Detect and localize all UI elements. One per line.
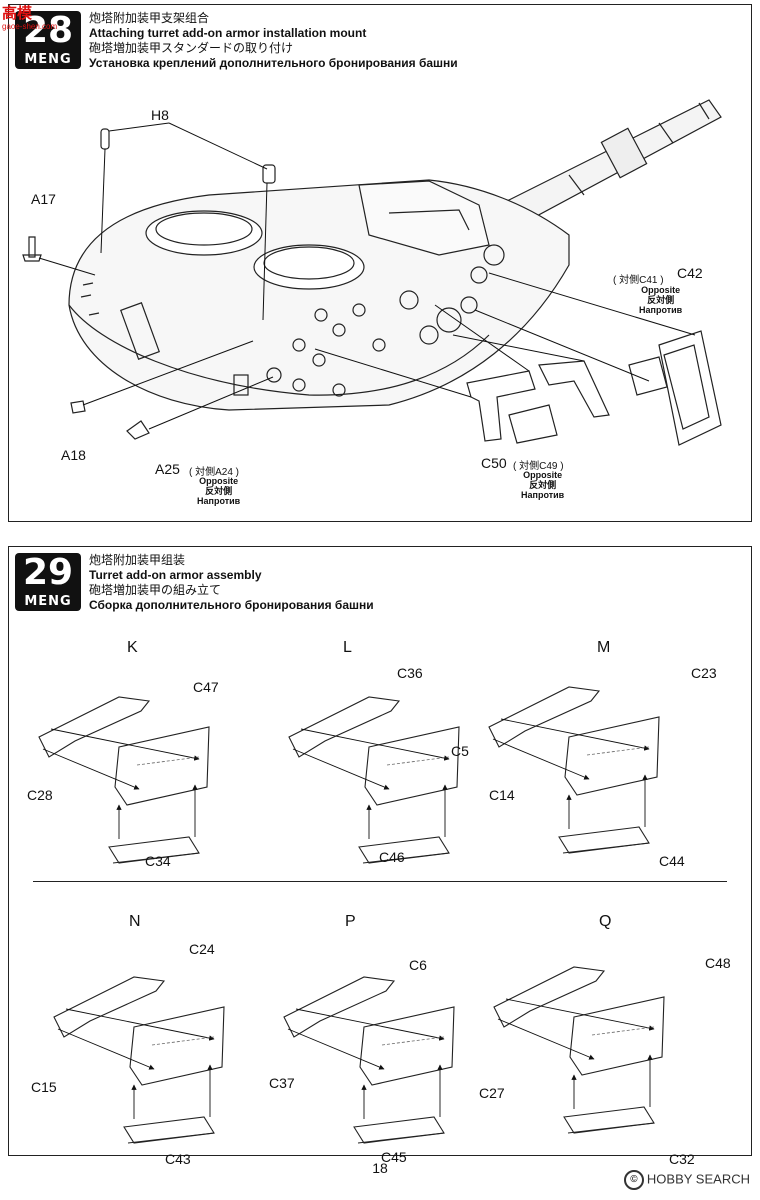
part-c45: C45 — [381, 1149, 407, 1165]
title-en: Turret add-on armor assembly — [89, 568, 262, 582]
part-c37: C37 — [269, 1075, 295, 1091]
brand-logo: MENG — [15, 593, 81, 611]
part-c47: C47 — [193, 679, 219, 695]
part-c36: C36 — [397, 665, 423, 681]
step-29-titles: 炮塔附加装甲组装 Turret add-on armor assembly 砲塔… — [89, 553, 374, 613]
part-c46: C46 — [379, 849, 405, 865]
title-ru: Сборка дополнительного бронирования башн… — [89, 598, 374, 612]
row-divider — [33, 881, 727, 882]
part-c23: C23 — [691, 665, 717, 681]
c50-opposite-note: Opposite 反対側 Напротив — [521, 470, 565, 500]
part-c44: C44 — [659, 853, 685, 869]
subassembly-q-letter: Q — [599, 913, 612, 930]
part-c14: C14 — [489, 787, 515, 803]
a25-opposite-note: Opposite 反対側 Напротив — [197, 476, 241, 506]
subassembly-k-letter: K — [127, 639, 138, 656]
label-c50: C50 — [481, 455, 507, 471]
label-a25: A25 — [155, 461, 180, 477]
turret-drawing — [22, 99, 722, 446]
label-h8: H8 — [151, 107, 169, 123]
title-ru: Установка креплений дополнительного брон… — [89, 56, 458, 70]
label-c50-note: ( 対側C49 ) — [513, 461, 564, 472]
c42-opposite-note: Opposite 反対側 Напротив — [639, 285, 683, 315]
label-a17: A17 — [31, 191, 56, 207]
label-a18: A18 — [61, 447, 86, 463]
page-number: 18 — [372, 1160, 388, 1176]
part-c43: C43 — [165, 1151, 191, 1167]
title-cn: 炮塔附加装甲组装 — [89, 553, 186, 567]
title-cn: 炮塔附加装甲支架组合 — [89, 11, 210, 25]
subassembly-l-letter: L — [343, 639, 352, 656]
label-c42-note: ( 対側C41 ) — [613, 275, 664, 286]
part-c27: C27 — [479, 1085, 505, 1101]
title-jp: 砲塔増加装甲の組み立て — [89, 583, 222, 597]
step-number: 29 — [15, 553, 81, 593]
part-c15: C15 — [31, 1079, 57, 1095]
part-c28: C28 — [27, 787, 53, 803]
part-c5: C5 — [451, 743, 469, 759]
step-number: 28 — [15, 11, 81, 51]
step-28-badge: 28 MENG — [15, 11, 81, 71]
subassembly-n-letter: N — [129, 913, 141, 930]
copyright-icon: © — [623, 1170, 644, 1190]
step-28-titles: 炮塔附加装甲支架组合 Attaching turret add-on armor… — [89, 11, 458, 71]
subassembly-m-letter: M — [597, 639, 611, 656]
watermark-brand: HOBBY SEARCH — [646, 1171, 750, 1187]
site-logo-text: 高模 — [2, 5, 33, 22]
part-c6: C6 — [409, 957, 427, 973]
subassembly-p-letter: P — [345, 913, 356, 930]
step-29-panel: 29 MENG 炮塔附加装甲组装 Turret add-on armor ass… — [8, 546, 752, 1167]
site-logo-url: gaoe-shen.com — [2, 22, 58, 31]
title-en: Attaching turret add-on armor installati… — [89, 26, 367, 40]
step-29-badge: 29 MENG — [15, 553, 81, 613]
brand-logo: MENG — [15, 51, 81, 69]
part-c34: C34 — [145, 853, 171, 869]
step-28-panel: 28 MENG 炮塔附加装甲支架组合 Attaching turret add-… — [8, 4, 752, 522]
label-a25-note: ( 対側A24 ) — [189, 467, 240, 478]
part-c24: C24 — [189, 941, 215, 957]
hobby-search-watermark: ©HOBBY SEARCH — [623, 1170, 750, 1190]
part-c32: C32 — [669, 1151, 695, 1167]
title-jp: 砲塔増加装甲スタンダードの取り付け — [89, 41, 294, 55]
site-logo: 高模 gaoe-shen.com — [0, 0, 80, 36]
part-c48: C48 — [705, 955, 731, 971]
label-c42: C42 — [677, 265, 703, 281]
